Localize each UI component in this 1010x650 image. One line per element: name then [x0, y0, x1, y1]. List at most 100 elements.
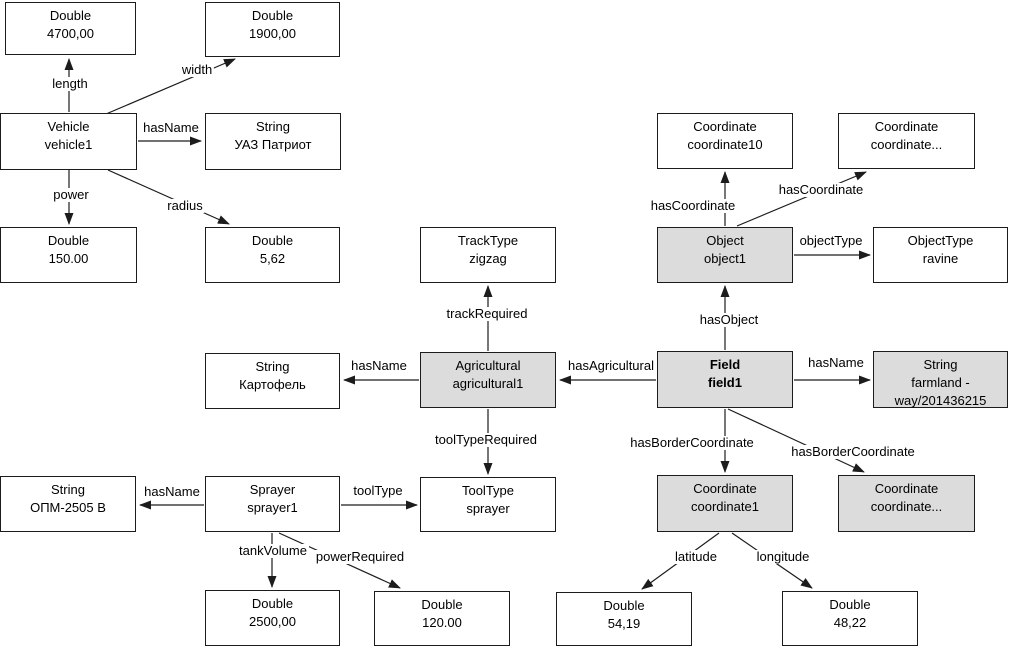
- node-value-label: coordinate1: [691, 499, 759, 514]
- edge-label-tooltyperequired: toolTypeRequired: [433, 432, 539, 447]
- edge-label-hasname-agricultural: hasName: [349, 358, 409, 373]
- node-coordinate1: Coordinate coordinate1: [657, 475, 793, 532]
- node-value-label: Картофель: [239, 377, 306, 392]
- node-string-field-name: String farmland - way/201436215: [873, 351, 1008, 408]
- node-double-width: Double 1900,00: [205, 2, 340, 57]
- node-value-label: zigzag: [469, 251, 507, 266]
- node-field1: Field field1: [657, 351, 793, 408]
- node-sprayer1: Sprayer sprayer1: [205, 476, 340, 532]
- edge-label-width: width: [179, 62, 215, 77]
- node-double-tankvolume: Double 2500,00: [205, 590, 340, 646]
- edge-label-length: length: [50, 76, 90, 91]
- node-value-label: coordinate10: [687, 137, 763, 152]
- node-value-label: УАЗ Патриот: [234, 137, 312, 152]
- node-type-label: String: [255, 359, 290, 374]
- node-type-label: String: [923, 357, 958, 372]
- edge-label-tankvolume: tankVolume: [237, 543, 309, 558]
- node-object1: Object object1: [657, 227, 793, 283]
- edge-label-hasbordercoordinate-down: hasBorderCoordinate: [628, 435, 756, 450]
- node-tracktype-zigzag: TrackType zigzag: [420, 227, 556, 283]
- node-objecttype-ravine: ObjectType ravine: [873, 227, 1008, 283]
- node-value-label: sprayer1: [247, 500, 298, 515]
- node-type-label: String: [51, 482, 85, 497]
- edge-label-hasagricultural: hasAgricultural: [566, 358, 656, 373]
- edge-label-longitude: longitude: [754, 549, 812, 564]
- node-value-label: 120.00: [422, 615, 462, 630]
- node-value-label: field1: [708, 375, 742, 390]
- node-value-label: 2500,00: [249, 614, 296, 629]
- node-type-label: ObjectType: [907, 233, 974, 248]
- node-value-label: agricultural1: [452, 376, 524, 391]
- node-type-label: Coordinate: [874, 119, 939, 134]
- edge-label-latitude: latitude: [673, 549, 719, 564]
- node-value-label: 48,22: [833, 615, 867, 630]
- edge-label-hasobject: hasObject: [697, 312, 761, 327]
- node-agricultural1: Agricultural agricultural1: [420, 352, 556, 408]
- node-type-label: Double: [829, 597, 871, 612]
- node-double-radius: Double 5,62: [205, 227, 340, 283]
- edge-radius: [107, 169, 230, 225]
- node-value-label: 1900,00: [249, 26, 296, 41]
- node-type-label: Double: [251, 596, 294, 611]
- node-double-longitude: Double 48,22: [782, 591, 918, 646]
- edge-label-tooltype: toolType: [351, 483, 405, 498]
- edge-label-trackrequired: trackRequired: [444, 306, 530, 321]
- node-type-label: Double: [251, 8, 294, 23]
- node-type-label: Double: [47, 233, 90, 248]
- node-value-label: sprayer: [466, 501, 510, 516]
- node-type-label: Double: [251, 233, 294, 248]
- node-value-label: 4700,00: [47, 26, 94, 41]
- node-coordinate-more-top: Coordinate coordinate...: [838, 113, 975, 169]
- node-double-length: Double 4700,00: [5, 2, 136, 55]
- edge-label-hasname-sprayer: hasName: [142, 484, 202, 499]
- node-double-power: Double 150.00: [0, 227, 137, 283]
- node-value-label: vehicle1: [44, 137, 93, 152]
- node-value-label: 5,62: [259, 251, 286, 266]
- node-value-label: ravine: [922, 251, 959, 266]
- node-tooltype-sprayer: ToolType sprayer: [420, 477, 556, 532]
- node-type-label: TrackType: [457, 233, 519, 248]
- node-type-label: Field: [709, 357, 741, 372]
- edge-label-powerrequired: powerRequired: [313, 549, 407, 564]
- node-type-label: Vehicle: [47, 119, 90, 134]
- node-value-label: farmland -: [911, 375, 970, 390]
- edge-hasbordercoordinate-diag: [727, 408, 865, 473]
- node-type-label: Double: [49, 8, 92, 23]
- node-value-label: ОПМ-2505 В: [30, 500, 106, 515]
- node-type-label: Sprayer: [249, 482, 296, 497]
- node-type-label: Double: [421, 597, 463, 612]
- node-value-label: way/201436215: [894, 393, 987, 408]
- node-type-label: ToolType: [461, 483, 515, 498]
- node-value-label: coordinate...: [870, 137, 943, 152]
- edge-label-hasname-field: hasName: [806, 355, 866, 370]
- node-type-label: String: [256, 119, 290, 134]
- edge-label-radius: radius: [165, 198, 205, 213]
- edge-label-objecttype: objectType: [797, 233, 865, 248]
- node-type-label: Double: [603, 598, 645, 613]
- edge-label-hasbordercoordinate-diag: hasBorderCoordinate: [789, 444, 917, 459]
- edge-label-hascoordinate-up: hasCoordinate: [648, 198, 738, 213]
- node-coordinate10: Coordinate coordinate10: [657, 113, 793, 169]
- node-value-label: object1: [704, 251, 746, 266]
- node-value-label: coordinate...: [870, 499, 943, 514]
- node-type-label: Coordinate: [693, 481, 757, 496]
- node-type-label: Coordinate: [874, 481, 939, 496]
- node-value-label: 54,19: [607, 616, 641, 631]
- node-double-latitude: Double 54,19: [556, 592, 692, 646]
- edge-label-power: power: [51, 187, 91, 202]
- node-vehicle1: Vehicle vehicle1: [0, 113, 137, 170]
- edge-width: [105, 58, 236, 115]
- node-type-label: Object: [706, 233, 744, 248]
- node-double-powerrequired: Double 120.00: [374, 591, 510, 646]
- node-value-label: 150.00: [48, 251, 89, 266]
- node-type-label: Coordinate: [693, 119, 757, 134]
- node-type-label: Agricultural: [455, 358, 521, 373]
- edge-hascoordinate-diagonal: [736, 171, 867, 227]
- edge-label-hasname-vehicle: hasName: [141, 120, 201, 135]
- node-coordinate-more-bottom: Coordinate coordinate...: [838, 475, 975, 532]
